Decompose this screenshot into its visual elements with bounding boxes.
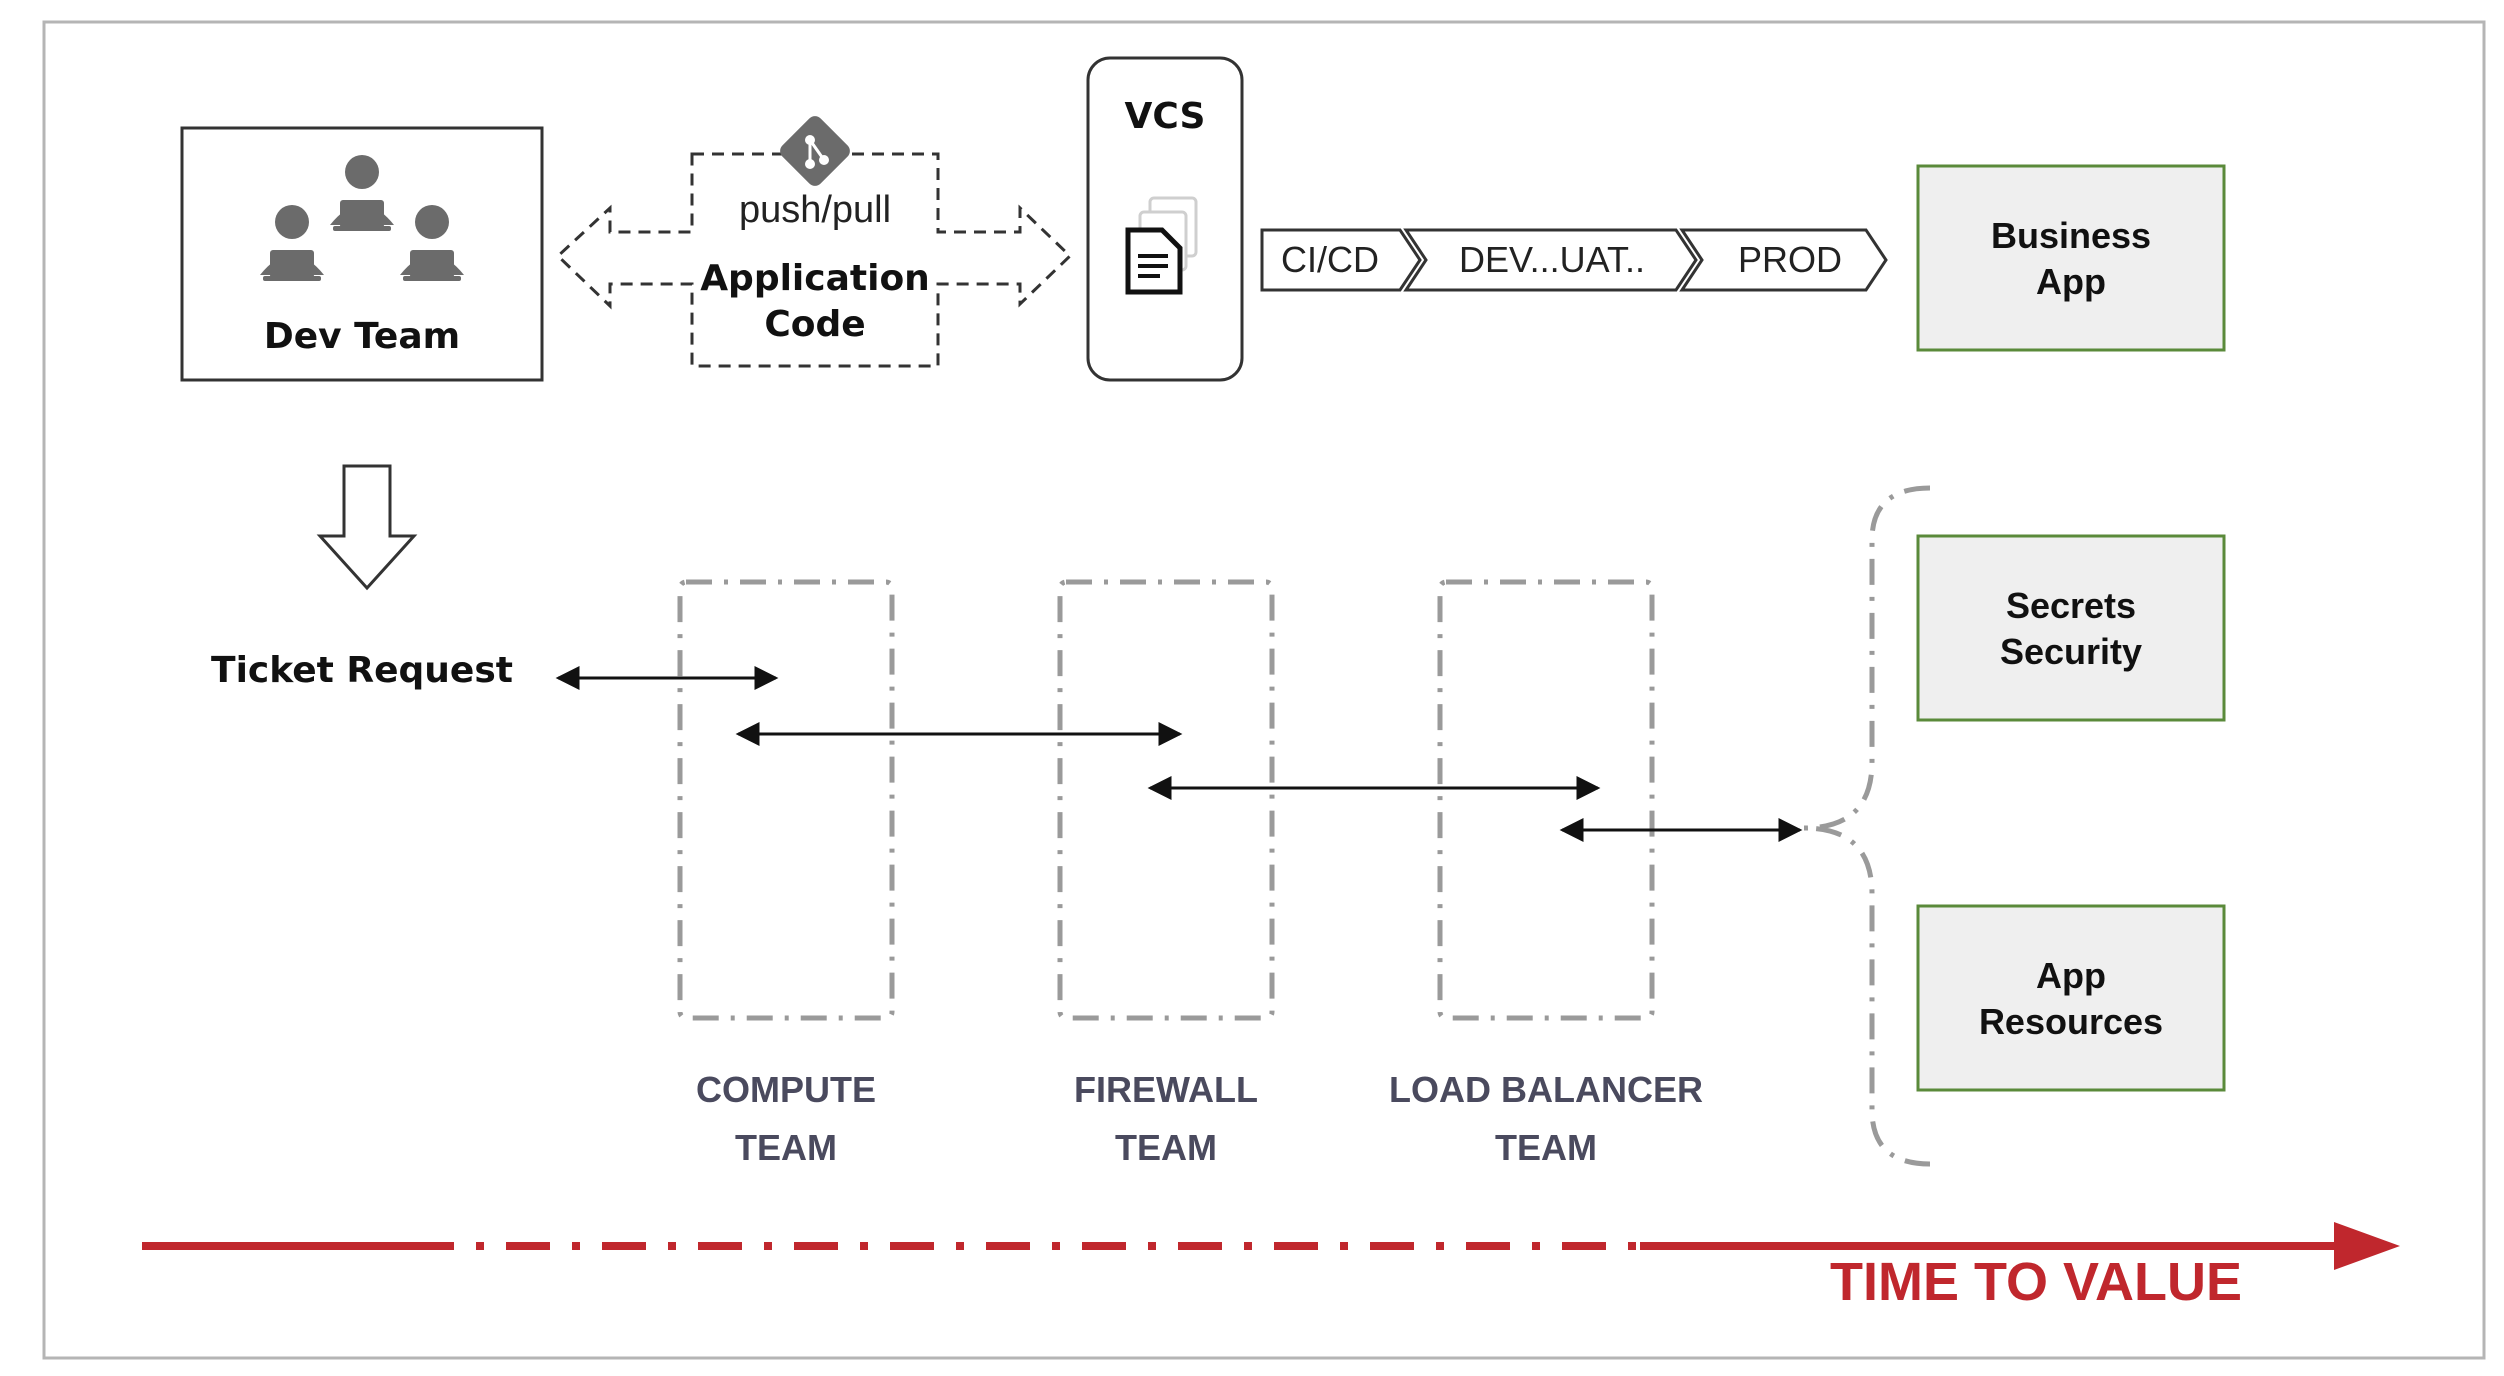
pipeline-stage-dev (1403, 228, 1698, 292)
dev-team-box: Dev Team (180, 126, 544, 382)
application-code-line1: Application (700, 258, 930, 299)
load-balancer-team-box (1437, 579, 1655, 1021)
ticket-request-label: Ticket Request (211, 650, 513, 691)
firewall-team-line2: TEAM (1115, 1127, 1217, 1168)
secrets-line2: Security (2000, 631, 2142, 672)
business-app-box: Business App (1916, 164, 2226, 352)
compute-team-line2: TEAM (735, 1127, 837, 1168)
pipeline-label-dev: DEV...UAT.. (1459, 239, 1645, 280)
business-app-line1: Business (1991, 215, 2151, 256)
pipeline-label-prod: PROD (1738, 239, 1842, 280)
developer-team-icon (260, 155, 464, 281)
resources-line2: Resources (1979, 1001, 2163, 1042)
curly-brace (1803, 485, 1931, 1167)
resources-line1: App (2036, 955, 2106, 996)
compute-team-line1: COMPUTE (696, 1069, 876, 1110)
pipeline: CI/CD DEV...UAT.. PROD (1260, 228, 1888, 292)
compute-team-box (677, 579, 895, 1021)
down-arrow (316, 464, 418, 591)
git-exchange-arrow: push/pull Application Code (555, 116, 1073, 368)
secrets-security-box: Secrets Security (1916, 534, 2226, 722)
push-pull-label: push/pull (739, 189, 891, 231)
dev-team-label: Dev Team (264, 316, 460, 357)
application-code-line2: Code (764, 304, 865, 345)
firewall-team-box (1057, 579, 1275, 1021)
load-balancer-team-line1: LOAD BALANCER (1389, 1069, 1703, 1110)
vcs-label: VCS (1125, 96, 1206, 137)
firewall-team-line1: FIREWALL (1074, 1069, 1258, 1110)
time-to-value-label: TIME TO VALUE (1830, 1252, 2242, 1312)
timeline-arrowhead (2334, 1222, 2400, 1270)
timeline: TIME TO VALUE (142, 1222, 2400, 1312)
app-resources-box: App Resources (1916, 904, 2226, 1092)
outer-frame (42, 20, 2486, 1360)
team-labels: COMPUTE TEAM FIREWALL TEAM LOAD BALANCER… (696, 1069, 1703, 1168)
pipeline-stage-cicd (1260, 228, 1422, 292)
pipeline-stage-prod (1679, 228, 1888, 292)
vcs-box: VCS (1086, 56, 1244, 382)
pipeline-label-cicd: CI/CD (1281, 239, 1379, 280)
handoff-arrows (555, 666, 1803, 842)
secrets-line1: Secrets (2006, 585, 2136, 626)
load-balancer-team-line2: TEAM (1495, 1127, 1597, 1168)
team-boxes (677, 579, 1655, 1021)
git-icon (780, 116, 850, 186)
document-icon (1125, 196, 1198, 295)
business-app-line2: App (2036, 261, 2106, 302)
